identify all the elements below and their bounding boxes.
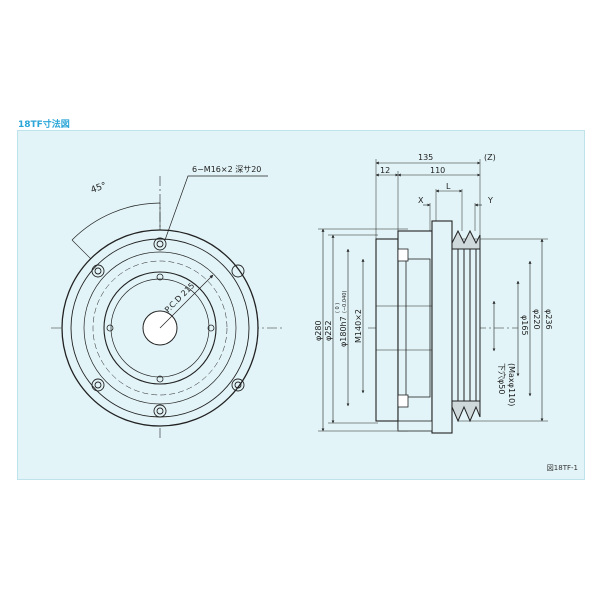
drawing-panel: 45° 6−M16×2 深サ20 P.C.D 215 [17, 130, 585, 480]
technical-drawing: 45° 6−M16×2 深サ20 P.C.D 215 [51, 153, 553, 441]
dim-220: φ220 [532, 309, 541, 330]
inner-holes [106, 273, 215, 383]
hole-spec-label: 6−M16×2 深サ20 [192, 165, 261, 174]
dim-m140: M140×2 [354, 309, 363, 343]
bore-line1: 下穴φ50 [497, 363, 507, 394]
dim-12: 12 [380, 166, 390, 175]
dim-252: φ252 [324, 320, 333, 341]
dim-110: 110 [430, 166, 445, 175]
dim-x: X [418, 196, 424, 205]
bore-line2: (Maxφ110) [507, 363, 516, 406]
angle-label: 45° [90, 181, 108, 196]
dim-180-tol-lower: (−0.040) [342, 291, 348, 313]
front-view [51, 175, 284, 441]
dim-z: (Z) [484, 153, 496, 162]
figure-caption: 図18TF-1 [546, 464, 578, 472]
dim-236: φ236 [544, 309, 553, 330]
dim-180: φ180h7 [339, 316, 348, 347]
dim-165: φ165 [520, 315, 529, 336]
flange-holes [91, 237, 245, 418]
pulley-grooves [451, 229, 481, 423]
dim-280: φ280 [314, 320, 323, 341]
dim-180-tol-upper: ( 0 ) [335, 303, 341, 313]
dim-l: L [446, 182, 451, 191]
figure-title: 18TF寸法図 [18, 120, 70, 130]
dim-y: Y [487, 196, 493, 205]
side-view [318, 159, 548, 434]
dim-135: 135 [418, 153, 433, 162]
